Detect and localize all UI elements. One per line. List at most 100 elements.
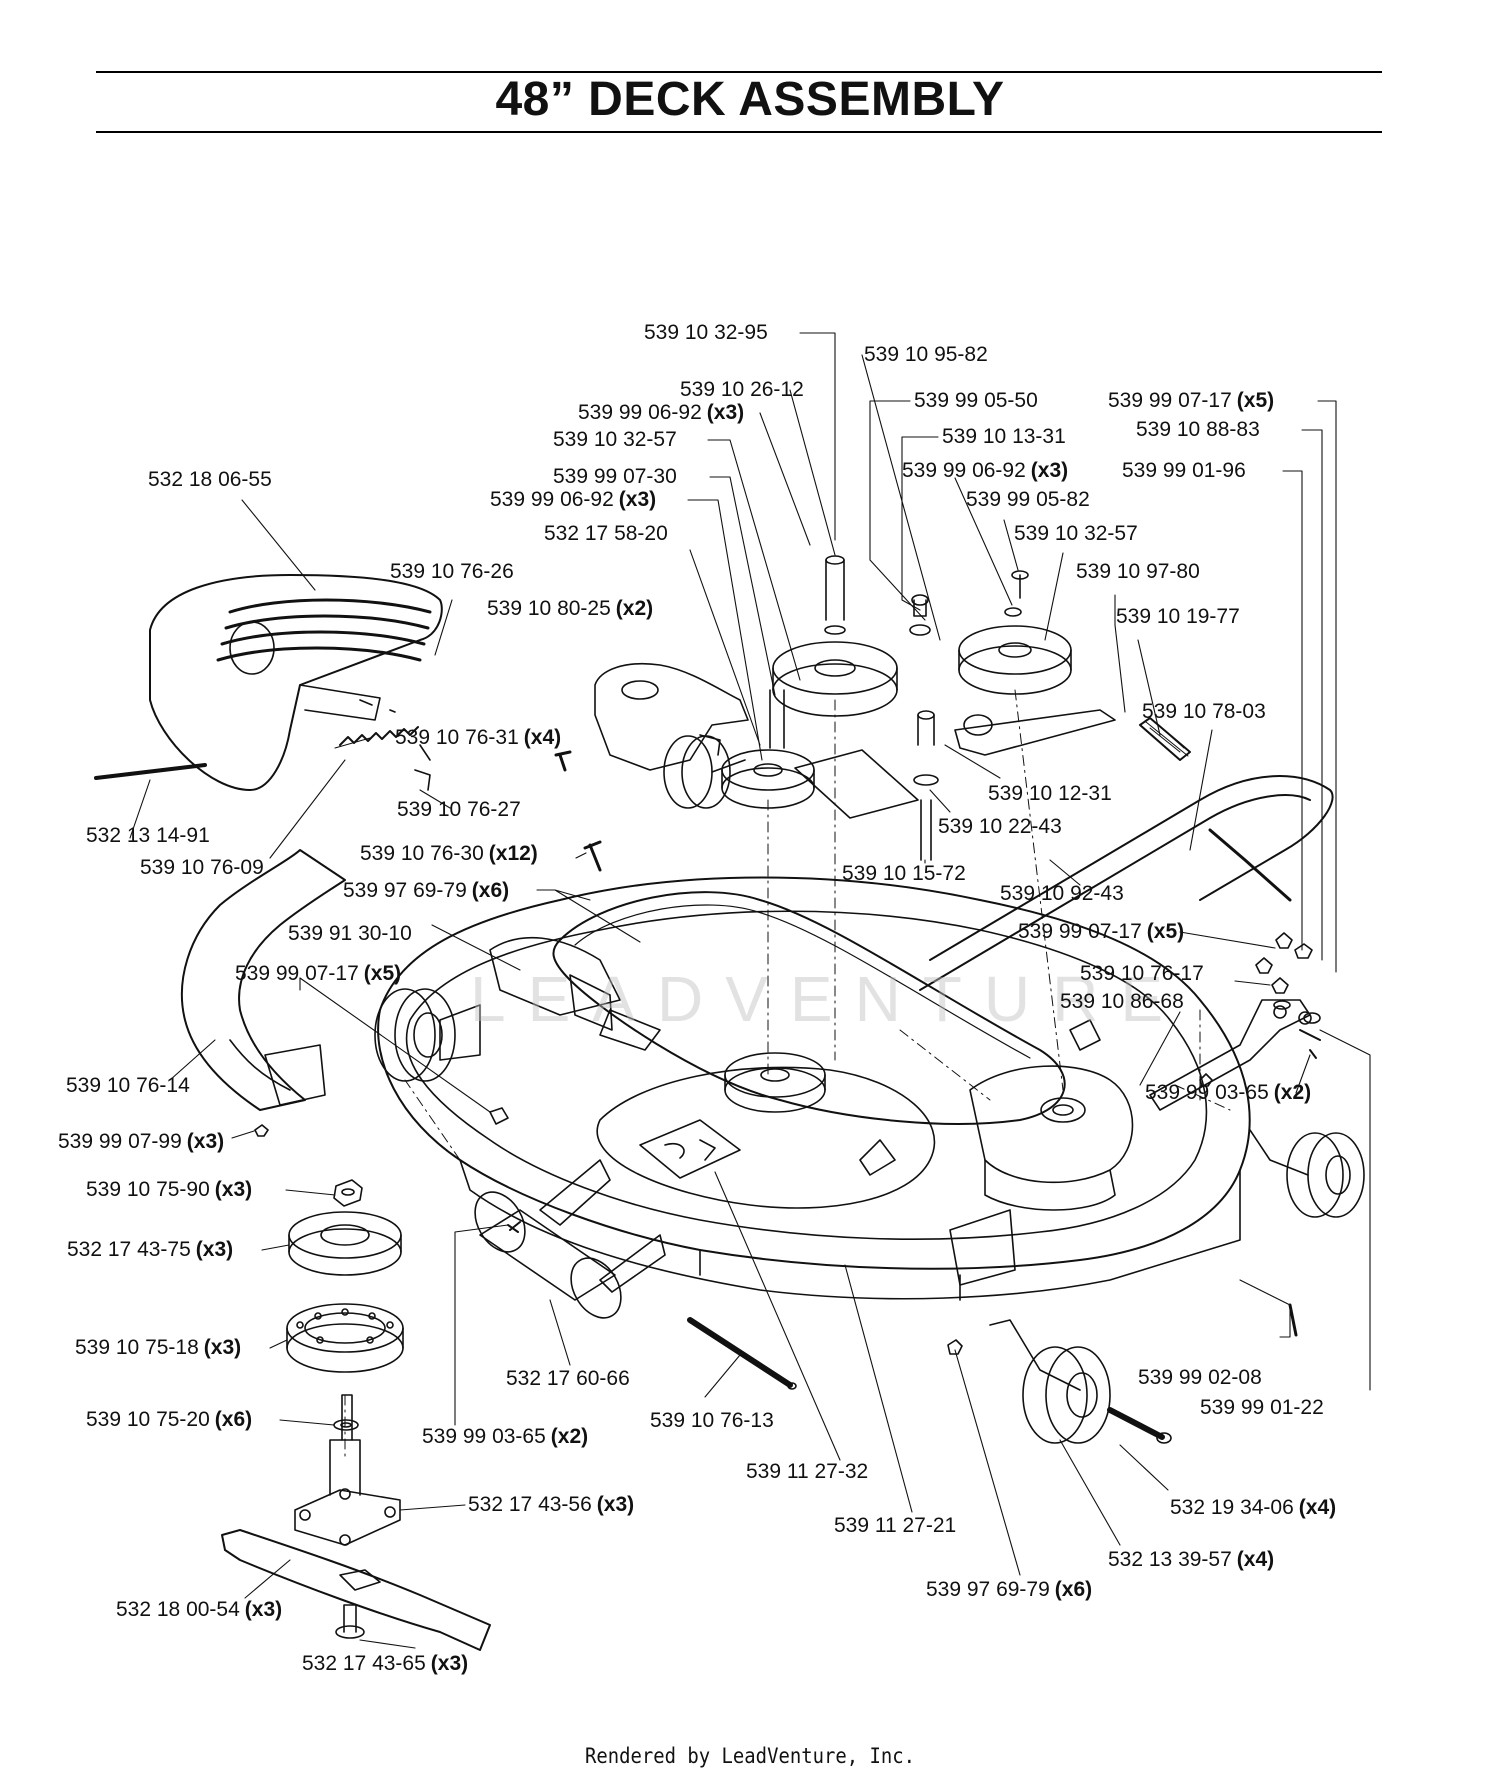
quantity: (x3) bbox=[1030, 459, 1069, 482]
part-number: 539 10 75-20 bbox=[86, 1408, 210, 1431]
quantity: (x3) bbox=[244, 1598, 283, 1621]
callout-532-17-58-20: 532 17 58-20 bbox=[544, 522, 668, 546]
callout-539-99-02-08: 539 99 02-08 bbox=[1138, 1366, 1262, 1390]
callout-539-10-75-90: 539 10 75-90(x3) bbox=[86, 1178, 252, 1202]
callout-539-99-06-92-right: 539 99 06-92(x3) bbox=[902, 459, 1068, 483]
quantity: (x3) bbox=[430, 1652, 469, 1675]
part-number: 539 10 86-68 bbox=[1060, 990, 1184, 1013]
watermark: LEADVENTURE bbox=[470, 963, 1185, 1035]
part-number: 539 99 06-92 bbox=[902, 459, 1026, 482]
hinge-rod bbox=[94, 763, 207, 780]
callout-532-17-43-56: 532 17 43-56(x3) bbox=[468, 1493, 634, 1517]
part-number: 532 18 00-54 bbox=[116, 1598, 240, 1621]
callout-539-10-76-09: 539 10 76-09 bbox=[140, 856, 264, 880]
part-number: 539 10 88-83 bbox=[1136, 418, 1260, 441]
part-number: 532 17 43-56 bbox=[468, 1493, 592, 1516]
callout-539-10-26-12: 539 10 26-12 bbox=[680, 378, 804, 402]
part-number: 539 11 27-32 bbox=[746, 1460, 869, 1483]
callout-539-97-69-79-bottom: 539 97 69-79(x6) bbox=[926, 1578, 1092, 1602]
part-number: 539 10 76-26 bbox=[390, 560, 514, 583]
part-number: 539 10 22-43 bbox=[938, 815, 1062, 838]
wear-plate bbox=[794, 749, 919, 819]
quantity: (x3) bbox=[596, 1493, 635, 1516]
part-number: 539 99 02-08 bbox=[1138, 1366, 1262, 1389]
callout-539-10-88-83: 539 10 88-83 bbox=[1136, 418, 1260, 442]
mower-deck-shell bbox=[377, 876, 1251, 1301]
callout-539-99-05-50: 539 99 05-50 bbox=[914, 389, 1038, 413]
callout-539-10-76-13: 539 10 76-13 bbox=[650, 1409, 774, 1433]
callout-532-19-34-06: 532 19 34-06(x4) bbox=[1170, 1496, 1336, 1520]
part-number: 532 19 34-06 bbox=[1170, 1496, 1294, 1519]
callout-539-10-15-72: 539 10 15-72 bbox=[842, 862, 966, 886]
part-number: 539 10 19-77 bbox=[1116, 605, 1240, 628]
part-number: 539 91 30-10 bbox=[288, 922, 412, 945]
callout-539-10-12-31: 539 10 12-31 bbox=[988, 782, 1112, 806]
callout-539-10-76-27: 539 10 76-27 bbox=[397, 798, 521, 822]
quantity: (x2) bbox=[615, 597, 654, 620]
callout-539-99-03-65-left: 539 99 03-65(x2) bbox=[422, 1425, 588, 1449]
quantity: (x3) bbox=[186, 1130, 225, 1153]
callout-539-99-05-82: 539 99 05-82 bbox=[966, 488, 1090, 512]
quantity: (x5) bbox=[1146, 920, 1185, 943]
part-number: 539 10 12-31 bbox=[988, 782, 1112, 805]
part-number: 539 10 80-25 bbox=[487, 597, 611, 620]
callout-532-18-06-55: 532 18 06-55 bbox=[148, 468, 272, 492]
part-number: 539 10 32-57 bbox=[553, 428, 677, 451]
part-number: 532 13 14-91 bbox=[86, 824, 210, 847]
callout-539-10-97-80: 539 10 97-80 bbox=[1076, 560, 1200, 584]
callout-539-99-07-99: 539 99 07-99(x3) bbox=[58, 1130, 224, 1154]
anti-scalp-wheel-front-left bbox=[374, 988, 481, 1082]
spindle-housing-ring bbox=[286, 1303, 404, 1373]
callout-539-10-76-30: 539 10 76-30(x12) bbox=[360, 842, 538, 866]
part-number: 539 11 27-21 bbox=[834, 1514, 957, 1537]
quantity: (x12) bbox=[488, 842, 538, 865]
assembly-center-lines bbox=[344, 689, 1231, 1461]
quantity: (x2) bbox=[550, 1425, 589, 1448]
part-number: 539 99 07-17 bbox=[235, 962, 359, 985]
quantity: (x4) bbox=[1236, 1548, 1275, 1571]
callout-539-10-92-43: 539 10 92-43 bbox=[1000, 882, 1124, 906]
callout-539-99-07-30: 539 99 07-30 bbox=[553, 465, 677, 489]
mulch-baffle-tube bbox=[474, 1191, 622, 1319]
quantity: (x6) bbox=[471, 879, 510, 902]
quantity: (x6) bbox=[1054, 1578, 1093, 1601]
anti-scalp-wheel-rear-left bbox=[663, 735, 746, 809]
part-number: 539 99 07-17 bbox=[1108, 389, 1232, 412]
center-spindle-pulley bbox=[724, 1052, 826, 1113]
quantity: (x5) bbox=[1236, 389, 1275, 412]
part-number: 539 97 69-79 bbox=[343, 879, 467, 902]
callout-539-10-86-68: 539 10 86-68 bbox=[1060, 990, 1184, 1014]
callout-532-18-00-54: 532 18 00-54(x3) bbox=[116, 1598, 282, 1622]
idler-pulley-right bbox=[958, 570, 1072, 695]
spindle-pulley bbox=[288, 1211, 402, 1276]
spindle-assembly bbox=[294, 1394, 401, 1546]
tension-spring bbox=[1139, 717, 1191, 761]
anti-scalp-wheel-front-right bbox=[989, 1319, 1111, 1444]
callout-539-11-27-32: 539 11 27-32 bbox=[746, 1460, 868, 1484]
quantity: (x4) bbox=[523, 726, 562, 749]
callout-539-10-13-31: 539 10 13-31 bbox=[942, 425, 1066, 449]
quantity: (x4) bbox=[1298, 1496, 1337, 1519]
callout-539-99-06-92-left: 539 99 06-92(x3) bbox=[490, 488, 656, 512]
spindle-nut bbox=[333, 1179, 363, 1207]
wheel-bolt bbox=[1107, 1407, 1165, 1440]
title-rule-bottom bbox=[96, 131, 1382, 133]
anti-scalp-wheel-rear-right bbox=[1249, 1129, 1365, 1218]
mower-blade bbox=[221, 1529, 491, 1651]
part-number: 539 10 15-72 bbox=[842, 862, 966, 885]
callout-539-10-76-26: 539 10 76-26 bbox=[390, 560, 514, 584]
idler-pulley-left bbox=[721, 689, 815, 809]
callout-539-10-19-77: 539 10 19-77 bbox=[1116, 605, 1240, 629]
callout-539-10-78-03: 539 10 78-03 bbox=[1142, 700, 1266, 724]
pulley-shield-bracket bbox=[594, 662, 749, 771]
callout-539-10-32-57-right: 539 10 32-57 bbox=[1014, 522, 1138, 546]
quantity: (x3) bbox=[195, 1238, 234, 1261]
part-number: 539 10 75-18 bbox=[75, 1336, 199, 1359]
callout-539-10-95-82: 539 10 95-82 bbox=[864, 343, 988, 367]
idler-bracket bbox=[489, 936, 661, 1051]
part-number: 532 17 60-66 bbox=[506, 1367, 630, 1390]
part-number: 539 10 76-17 bbox=[1080, 962, 1204, 985]
part-number: 539 10 78-03 bbox=[1142, 700, 1266, 723]
blade-bolt bbox=[335, 1604, 365, 1639]
